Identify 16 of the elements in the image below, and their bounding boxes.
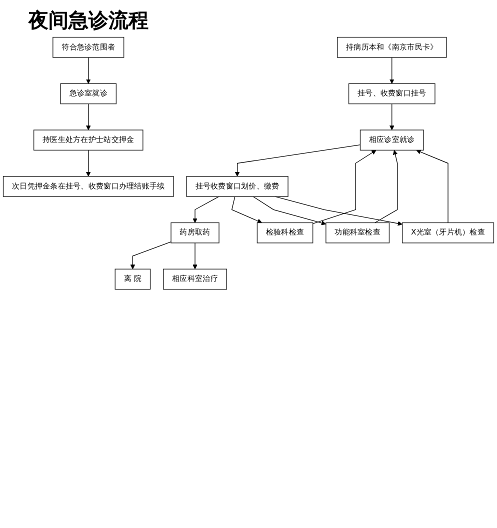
arrow [234,144,361,177]
arrow [374,150,398,224]
arrow [389,104,394,130]
arrow [86,57,91,84]
arrow [252,196,326,226]
arrow [86,104,91,130]
arrow [231,196,262,224]
arrow [130,241,172,270]
arrow [389,57,394,84]
arrow [312,150,376,224]
arrow [86,150,91,177]
arrow [192,242,198,270]
arrow [192,196,220,223]
arrow [416,150,448,224]
section-heading: 夜间急诊流程 [28,7,148,34]
arrow [274,196,403,226]
